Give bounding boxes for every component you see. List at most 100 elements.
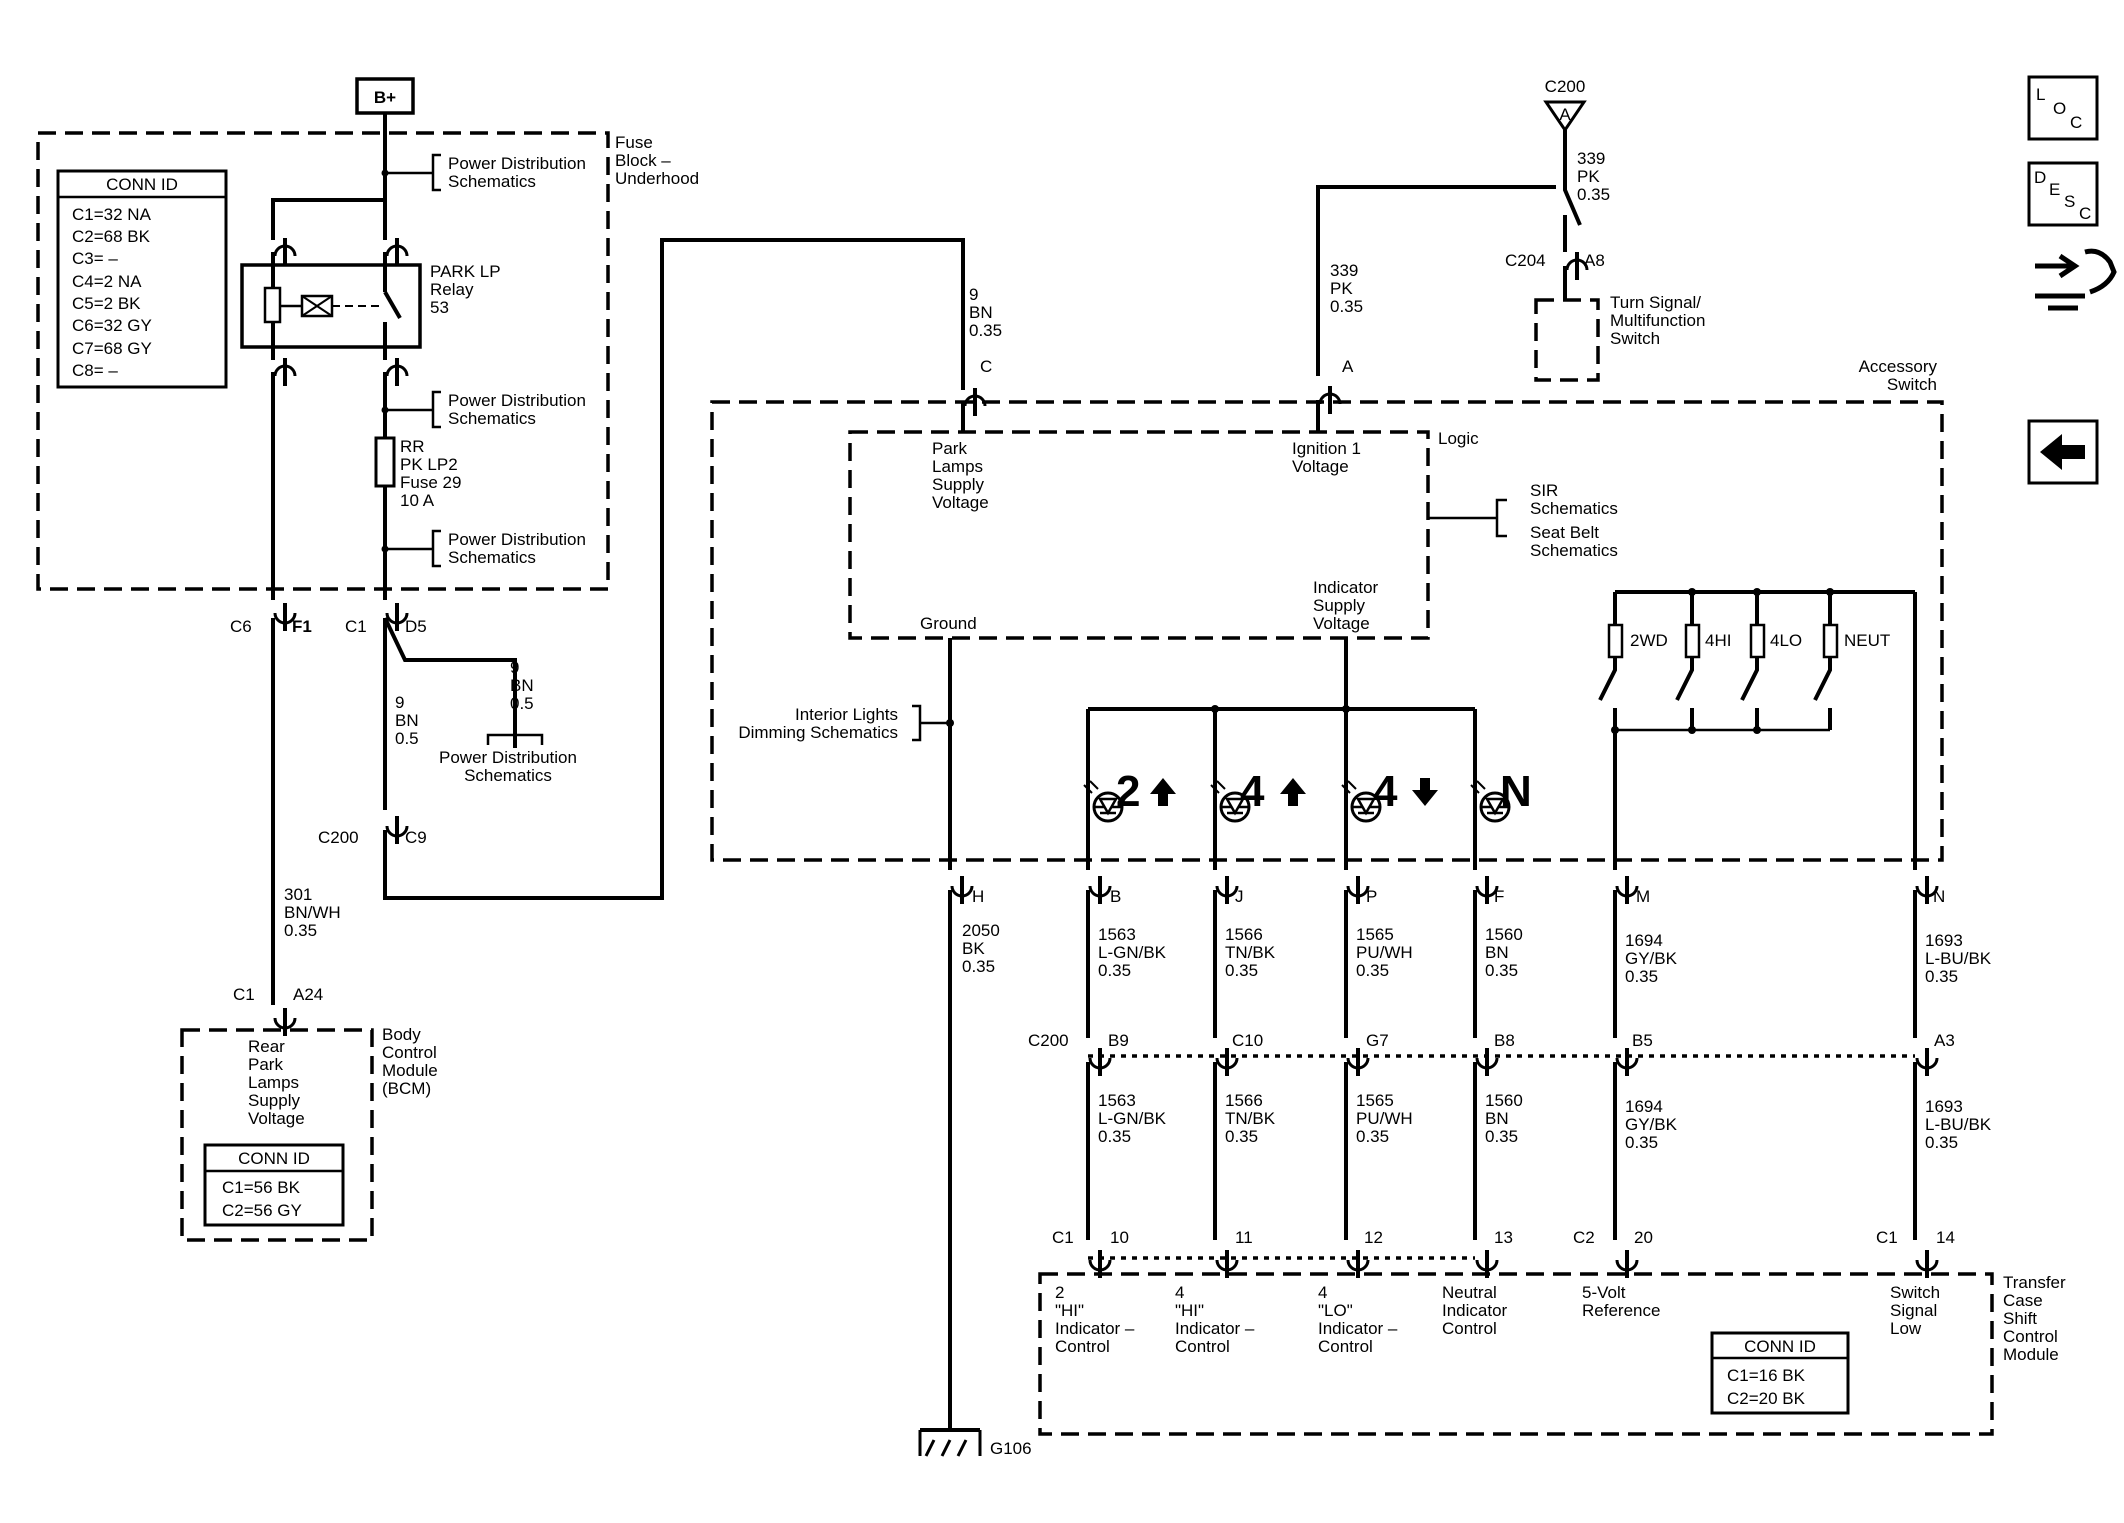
- svg-text:1565: 1565: [1356, 925, 1394, 944]
- wire-1563-lower: 1563 L-GN/BK 0.35: [1098, 1091, 1167, 1146]
- svg-text:C1: C1: [1052, 1228, 1074, 1247]
- conn-bcm-c1-a24: [273, 1006, 297, 1038]
- location-button[interactable]: L O C: [2027, 75, 2099, 141]
- svg-text:C8= –: C8= –: [72, 361, 118, 380]
- svg-text:PK: PK: [1577, 167, 1600, 186]
- svg-text:2: 2: [1055, 1283, 1064, 1302]
- svg-text:C200: C200: [1545, 77, 1586, 96]
- svg-text:C1: C1: [233, 985, 255, 1004]
- svg-text:Indicator: Indicator: [1442, 1301, 1508, 1320]
- svg-text:0.35: 0.35: [1485, 961, 1518, 980]
- svg-text:339: 339: [1577, 149, 1605, 168]
- svg-text:Reference: Reference: [1582, 1301, 1660, 1320]
- svg-text:(BCM): (BCM): [382, 1079, 431, 1098]
- svg-text:Switch: Switch: [1610, 329, 1660, 348]
- tc-input-5v-ref: 5-Volt Reference: [1582, 1283, 1660, 1320]
- indicator-4hi: 4: [1209, 767, 1306, 823]
- wire-1560-upper: 1560 BN 0.35: [1485, 925, 1523, 980]
- fuse-29: RR PK LP2 Fuse 29 10 A: [374, 436, 461, 510]
- svg-text:Supply: Supply: [248, 1091, 300, 1110]
- svg-text:1694: 1694: [1625, 931, 1663, 950]
- svg-text:BN: BN: [395, 711, 419, 730]
- bcm-input-label: Rear Park Lamps Supply Voltage: [248, 1037, 305, 1128]
- svg-text:Supply: Supply: [932, 475, 984, 494]
- logic-outline: [848, 430, 1430, 640]
- wire-301: 301 BN/WH 0.35: [284, 885, 341, 940]
- svg-text:BN/WH: BN/WH: [284, 903, 341, 922]
- svg-text:H: H: [972, 887, 984, 906]
- up-arrow-icon: [1280, 778, 1306, 806]
- svg-text:SIR: SIR: [1530, 481, 1558, 500]
- transfer-case-pins: C1 10 11 12 13 C2 20 C1 14: [1052, 1228, 1955, 1280]
- svg-text:BN: BN: [510, 676, 534, 695]
- transfer-case-title: Transfer Case Shift Control Module: [2003, 1273, 2066, 1364]
- svg-text:B5: B5: [1632, 1031, 1653, 1050]
- pds-ref-1: Power Distribution Schematics: [381, 153, 586, 192]
- ground-g106: G106: [918, 1428, 1032, 1458]
- svg-text:Voltage: Voltage: [248, 1109, 305, 1128]
- seatbelt-ref: Seat Belt Schematics: [1530, 523, 1618, 560]
- svg-text:"HI": "HI": [1055, 1301, 1084, 1320]
- svg-text:C3= –: C3= –: [72, 249, 118, 268]
- label-d5: D5: [405, 617, 427, 636]
- svg-text:4: 4: [1240, 767, 1265, 816]
- bcm-outline: [180, 1028, 374, 1242]
- svg-text:Schematics: Schematics: [448, 172, 536, 191]
- svg-text:Fuse: Fuse: [615, 133, 653, 152]
- svg-text:N: N: [1933, 887, 1945, 906]
- svg-text:BN: BN: [1485, 1109, 1509, 1128]
- svg-text:10 A: 10 A: [400, 491, 435, 510]
- svg-text:N: N: [1500, 767, 1532, 816]
- svg-text:C10: C10: [1232, 1031, 1263, 1050]
- svg-text:B9: B9: [1108, 1031, 1129, 1050]
- svg-text:Neutral: Neutral: [1442, 1283, 1497, 1302]
- svg-text:Control: Control: [1318, 1337, 1373, 1356]
- tc-input-4lo: 4 "LO" Indicator – Control: [1318, 1283, 1398, 1356]
- svg-text:1566: 1566: [1225, 925, 1263, 944]
- svg-text:C204: C204: [1505, 251, 1546, 270]
- svg-text:Module: Module: [2003, 1345, 2059, 1364]
- interior-lights-ref: Interior Lights Dimming Schematics: [738, 705, 898, 742]
- svg-text:Block –: Block –: [615, 151, 671, 170]
- wire-1693-upper: 1693 L-BU/BK 0.35: [1925, 931, 1992, 986]
- svg-text:Power Distribution: Power Distribution: [448, 530, 586, 549]
- svg-text:C: C: [2070, 113, 2082, 132]
- fuse-block-conn-id-table: CONN ID C1=32 NA C2=68 BK C3= – C4=2 NA …: [56, 169, 228, 389]
- connector-end-view-icon[interactable]: [2035, 248, 2117, 311]
- svg-text:Voltage: Voltage: [1292, 457, 1349, 476]
- back-button[interactable]: [2027, 419, 2099, 485]
- svg-text:"LO": "LO": [1318, 1301, 1353, 1320]
- pds-ref-2: Power Distribution Schematics: [381, 390, 586, 429]
- svg-text:G7: G7: [1366, 1031, 1389, 1050]
- description-button[interactable]: D E S C: [2027, 161, 2099, 227]
- svg-text:2WD: 2WD: [1630, 631, 1668, 650]
- svg-text:Lamps: Lamps: [932, 457, 983, 476]
- svg-text:Schematics: Schematics: [1530, 499, 1618, 518]
- svg-text:Turn Signal/: Turn Signal/: [1610, 293, 1701, 312]
- svg-text:4: 4: [1175, 1283, 1184, 1302]
- svg-text:0.35: 0.35: [1356, 1127, 1389, 1146]
- svg-text:C2=68 BK: C2=68 BK: [72, 227, 151, 246]
- svg-text:Lamps: Lamps: [248, 1073, 299, 1092]
- svg-text:L-BU/BK: L-BU/BK: [1925, 949, 1992, 968]
- svg-text:Schematics: Schematics: [464, 766, 552, 785]
- back-arrow-icon: [2040, 434, 2085, 470]
- wire-9bn-branch: 9 BN 0.5: [510, 658, 534, 713]
- tc-conn-id-table: CONN ID C1=16 BK C2=20 BK: [1710, 1331, 1850, 1415]
- turn-signal-switch-label: Turn Signal/ Multifunction Switch: [1610, 293, 1705, 348]
- svg-text:A: A: [1342, 357, 1354, 376]
- park-supply-label: Park Lamps Supply Voltage: [932, 439, 989, 512]
- svg-text:Module: Module: [382, 1061, 438, 1080]
- svg-text:GY/BK: GY/BK: [1625, 949, 1678, 968]
- svg-text:L: L: [2036, 85, 2045, 104]
- svg-text:Park: Park: [932, 439, 967, 458]
- svg-text:Power Distribution: Power Distribution: [448, 154, 586, 173]
- svg-text:O: O: [2053, 99, 2066, 118]
- wire-339-to-switch: [1316, 185, 1556, 376]
- sir-ref: SIR Schematics: [1530, 481, 1618, 518]
- svg-text:Rear: Rear: [248, 1037, 285, 1056]
- svg-text:Signal: Signal: [1890, 1301, 1937, 1320]
- svg-text:4: 4: [1373, 767, 1398, 816]
- svg-text:9: 9: [395, 693, 404, 712]
- svg-text:Voltage: Voltage: [1313, 614, 1370, 633]
